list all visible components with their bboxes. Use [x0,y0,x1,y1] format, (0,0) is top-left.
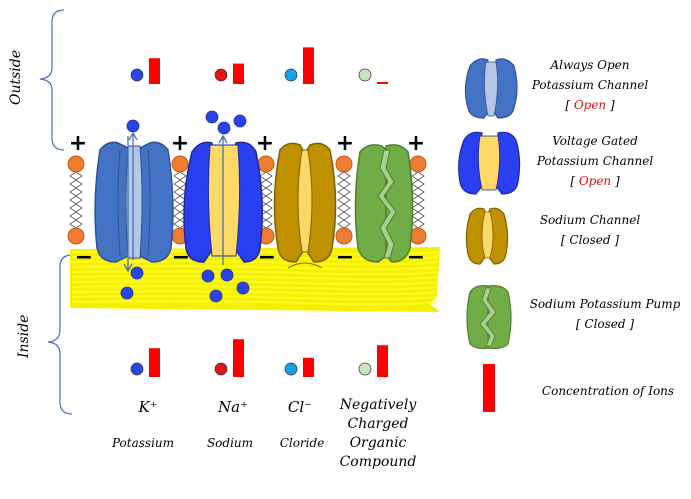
lipid-head [335,155,353,173]
minus-sign: − [336,245,354,270]
always-open-potassium-channel [94,141,174,263]
concentration-bar-inside [233,339,244,377]
minus-sign: − [407,245,425,270]
potassium-ion [126,119,140,133]
bracket-open: [ [570,174,579,188]
lipid-head [67,155,85,173]
lipid-head [335,227,353,245]
ion-symbol-organic: Negatively Charged Organic Compound [339,397,417,470]
ion-dot-outside [130,68,144,82]
potassium-ion [217,121,231,135]
legend-sodium-channel-label: Sodium Channel [ Closed ] [520,210,660,250]
minus-sign: − [258,245,276,270]
bracket-open: [ [565,98,574,112]
plus-sign: + [69,131,87,156]
ion-name-potassium: Potassium [111,436,174,450]
legend-pump-line2: [ Closed ] [575,317,635,331]
ion-symbol-potassium: K⁺ [137,398,157,416]
sodium-channel [273,142,337,269]
potassium-ion [233,114,247,128]
outside-concentrations [130,47,388,84]
voltage-gated-potassium-channel [183,141,263,263]
lipid-head [409,155,427,173]
legend-pump-icon [466,285,512,350]
legend-voltage-gated-line2: Potassium Channel [536,154,654,168]
legend-pump-line1: Sodium Potassium Pump [529,297,681,311]
legend-sodium-channel-line2: [ Closed ] [560,233,620,247]
legend-concentration-label: Concentration of Ions [528,381,688,401]
inside-label: Inside [16,315,32,359]
potassium-ion [201,269,215,283]
plus-sign: + [407,131,425,156]
legend-concentration-line1: Concentration of Ions [541,384,675,398]
legend-voltage-gated-label: Voltage Gated Potassium Channel [ Open ] [520,131,670,191]
ion-symbol-chloride: Cl⁻ [288,398,312,416]
legend-voltage-gated-state: [ Open ] [520,171,670,191]
potassium-ion [130,266,144,280]
concentration-bar-inside [303,357,314,377]
lipid-head [257,155,275,173]
legend-voltage-gated-line1: Voltage Gated [552,134,638,148]
bracket-close: ] [606,98,615,112]
ion-name-chloride: Cloride [280,436,325,450]
ion-symbol-sodium: Na⁺ [217,398,248,416]
potassium-ion [120,286,134,300]
plus-sign: + [171,131,189,156]
outside-label: Outside [8,50,24,105]
lipid-head [171,155,189,173]
legend-sodium-channel-line1: Sodium Channel [539,213,641,227]
concentration-bar-inside [149,348,160,377]
legend-concentration-icon [483,364,495,412]
legend-always-open-line1: Always Open [550,58,630,72]
potassium-ion [205,110,219,124]
ion-dot-outside [358,68,372,82]
legend-voltage-gated-icon [458,131,521,195]
state-open: Open [578,174,612,188]
ion-name-sodium: Sodium [207,436,253,450]
ion-dot-inside [284,362,298,376]
legend-always-open-label: Always Open Potassium Channel [ Open ] [520,55,660,115]
lipid-head [67,227,85,245]
concentration-bar-outside [149,58,160,84]
potassium-ion [220,268,234,282]
membrane-charges: + + + + + − − − − − [69,131,425,270]
ion-dot-inside [130,362,144,376]
concentration-bar-inside [377,345,388,377]
minus-sign: − [75,245,93,270]
ion-dot-outside [284,68,298,82]
ion-dot-inside [214,362,228,376]
concentration-bar-outside [303,47,314,84]
potassium-ion [236,281,250,295]
ion-flow [120,110,250,303]
inside-bracket [47,254,73,415]
bracket-close: ] [611,174,620,188]
legend-always-open-icon [464,58,518,119]
plus-sign: + [256,131,274,156]
inside-concentrations [130,339,388,377]
ion-dot-outside [214,68,228,82]
legend-always-open-state: [ Open ] [520,95,660,115]
ion-dot-inside [358,362,372,376]
potassium-ion [209,289,223,303]
legend-pump-label: Sodium Potassium Pump [ Closed ] [520,294,690,334]
concentration-bar-outside [377,82,388,84]
sodium-potassium-pump [354,144,414,263]
minus-sign: − [172,245,190,270]
concentration-bar-outside [233,63,244,84]
outside-bracket [39,9,65,151]
legend-sodium-channel-icon [465,207,509,265]
state-open: Open [573,98,607,112]
legend-always-open-line2: Potassium Channel [531,78,649,92]
plus-sign: + [336,131,354,156]
